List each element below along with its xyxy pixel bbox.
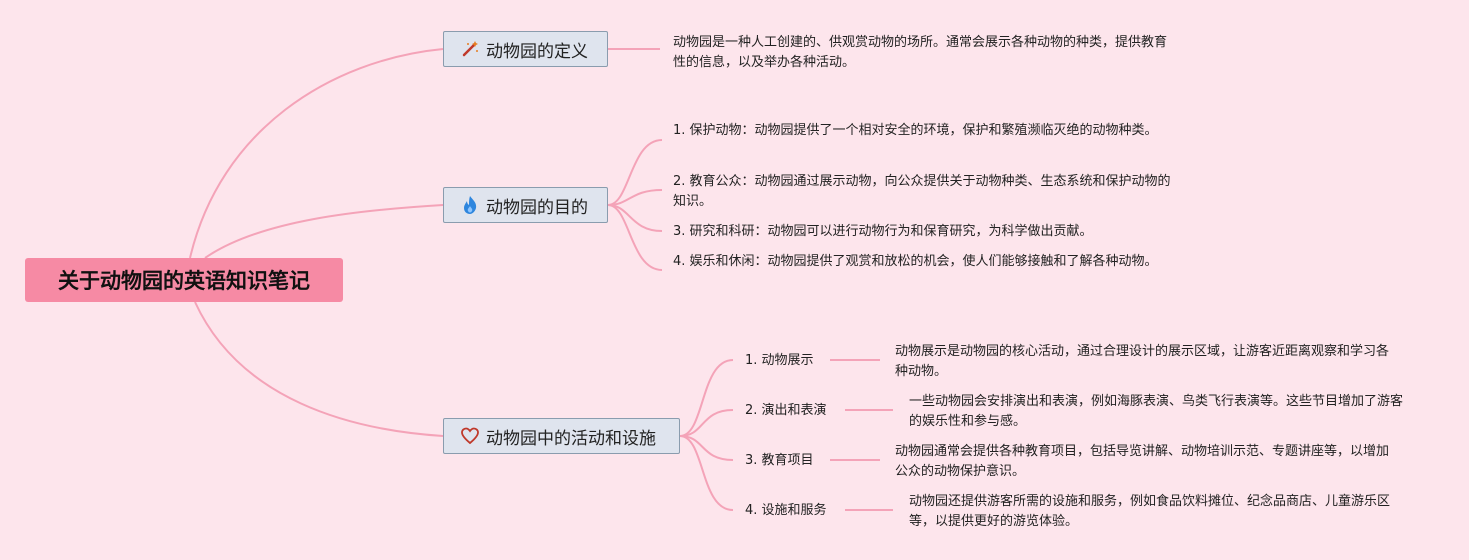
branch-label: 动物园中的活动和设施	[486, 428, 656, 449]
branch-label: 动物园的定义	[486, 41, 588, 62]
heart-icon	[460, 426, 480, 446]
leaf-purpose-1: 1. 保护动物：动物园提供了一个相对安全的环境，保护和繁殖濒临灭绝的动物种类。	[673, 123, 1158, 138]
sub-text-animal-display: 动物展示是动物园的核心活动，通过合理设计的展示区域，让游客近距离观察和学习各种动…	[895, 344, 1390, 379]
leaf-purpose-3: 3. 研究和科研：动物园可以进行动物行为和保育研究，为科学做出贡献。	[673, 224, 1093, 239]
sub-shows[interactable]: 2. 演出和表演	[745, 403, 827, 418]
sub-animal-display[interactable]: 1. 动物展示	[745, 353, 814, 368]
wand-icon	[460, 39, 480, 59]
branch-activities[interactable]: 动物园中的活动和设施	[443, 418, 680, 454]
root-title: 关于动物园的英语知识笔记	[58, 269, 310, 293]
leaf-purpose-4: 4. 娱乐和休闲：动物园提供了观赏和放松的机会，使人们能够接触和了解各种动物。	[673, 254, 1158, 269]
sub-text-education: 动物园通常会提供各种教育项目，包括导览讲解、动物培训示范、专题讲座等，以增加公众…	[895, 444, 1390, 479]
fire-icon	[460, 195, 480, 215]
sub-education[interactable]: 3. 教育项目	[745, 453, 814, 468]
branch-label: 动物园的目的	[486, 197, 588, 218]
sub-text-shows: 一些动物园会安排演出和表演，例如海豚表演、鸟类飞行表演等。这些节目增加了游客的娱…	[909, 394, 1404, 429]
sub-text-facilities: 动物园还提供游客所需的设施和服务，例如食品饮料摊位、纪念品商店、儿童游乐区等，以…	[909, 494, 1391, 529]
branch-definition[interactable]: 动物园的定义	[443, 31, 608, 67]
sub-facilities[interactable]: 4. 设施和服务	[745, 503, 827, 518]
root-node[interactable]: 关于动物园的英语知识笔记	[25, 258, 343, 302]
leaf-purpose-2: 2. 教育公众：动物园通过展示动物，向公众提供关于动物种类、生态系统和保护动物的…	[673, 174, 1171, 209]
branch-purpose[interactable]: 动物园的目的	[443, 187, 608, 223]
leaf-definition: 动物园是一种人工创建的、供观赏动物的场所。通常会展示各种动物的种类，提供教育性的…	[673, 35, 1168, 70]
